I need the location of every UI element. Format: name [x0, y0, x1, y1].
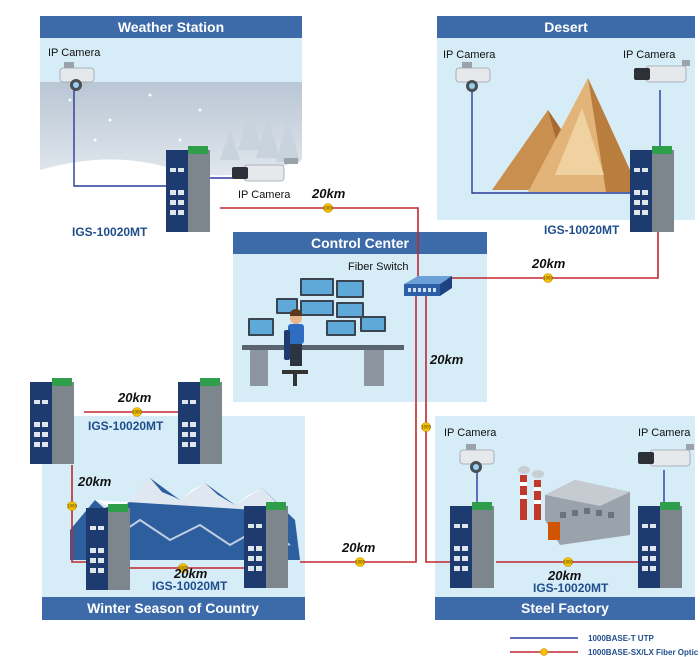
fiber-badge: 1000	[323, 203, 334, 213]
label-distance-control-desert: 20km	[531, 256, 566, 271]
panel-title-desert: Desert	[544, 19, 588, 35]
industrial-switch-weather[interactable]	[166, 146, 210, 232]
label-model-weather: IGS-10020MT	[72, 225, 148, 239]
legend: 1000BASE-T UTP 1000BASE-SX/LX Fiber Opti…	[510, 634, 699, 657]
fiber-badge: 1000	[563, 557, 574, 567]
industrial-switch-winter-top-left[interactable]	[30, 378, 74, 464]
industrial-switch-winter-top-right[interactable]	[178, 378, 222, 464]
desert-pyramids-illustration	[492, 78, 640, 192]
fiber-badge: 1000	[67, 501, 78, 511]
industrial-switch-desert[interactable]	[630, 146, 674, 232]
fiber-switch[interactable]	[404, 276, 452, 296]
industrial-switch-winter-bottom-left[interactable]	[86, 504, 130, 590]
legend-item-utp: 1000BASE-T UTP	[510, 634, 654, 643]
label-camera-weather-top: IP Camera	[48, 47, 101, 59]
panel-title-winter: Winter Season of Country	[87, 600, 259, 616]
svg-text:1000: 1000	[132, 410, 143, 415]
label-distance-winter-bottom: 20km	[173, 566, 208, 581]
svg-text:1000: 1000	[543, 276, 554, 281]
label-camera-desert-right: IP Camera	[623, 49, 676, 61]
industrial-switch-steel-right[interactable]	[638, 502, 682, 588]
industrial-switch-winter-bottom-right[interactable]	[244, 502, 288, 588]
label-camera-steel-left: IP Camera	[444, 427, 497, 439]
ip-camera-steel-right[interactable]	[638, 444, 694, 467]
legend-utp-label: 1000BASE-T UTP	[588, 634, 654, 643]
label-distance-winter-top: 20km	[117, 390, 152, 405]
label-distance-winter-left: 20km	[77, 474, 112, 489]
fiber-badge: 1000	[421, 422, 432, 432]
control-center-workstation-illustration	[242, 278, 404, 386]
label-distance-control-steel: 20km	[429, 352, 464, 367]
fiber-links	[71, 207, 659, 569]
panel-title-control: Control Center	[311, 235, 410, 251]
legend-fiber-label: 1000BASE-SX/LX Fiber Optic	[588, 648, 699, 657]
panel-title-steel: Steel Factory	[521, 600, 609, 616]
ip-camera-steel-left[interactable]	[459, 444, 495, 473]
label-model-winter-top: IGS-10020MT	[88, 419, 164, 433]
label-fiber-switch: Fiber Switch	[348, 261, 409, 273]
fiber-badge: 1000	[543, 273, 554, 283]
svg-text:1000: 1000	[355, 560, 366, 565]
ip-camera-desert-left[interactable]	[455, 62, 491, 92]
label-camera-steel-right: IP Camera	[638, 427, 691, 439]
label-model-winter-bottom: IGS-10020MT	[152, 579, 228, 593]
svg-text:1000: 1000	[67, 504, 78, 509]
industrial-switch-steel-left[interactable]	[450, 502, 494, 588]
svg-text:1000: 1000	[563, 560, 574, 565]
label-camera-weather-side: IP Camera	[238, 189, 291, 201]
panel-title-weather: Weather Station	[118, 19, 224, 35]
legend-item-fiber: 1000BASE-SX/LX Fiber Optic	[510, 648, 699, 657]
label-camera-desert-left: IP Camera	[443, 49, 496, 61]
ip-camera-weather-side[interactable]	[232, 158, 298, 182]
svg-text:1000: 1000	[178, 566, 189, 571]
ip-camera-weather-top[interactable]	[59, 62, 95, 91]
label-distance-steel-bottom: 20km	[547, 568, 582, 583]
svg-text:1000: 1000	[421, 425, 432, 430]
factory-illustration	[518, 466, 630, 545]
label-distance-weather-control: 20km	[311, 186, 346, 201]
fiber-badge: 1000	[355, 557, 366, 567]
svg-text:1000: 1000	[323, 206, 334, 211]
label-model-desert: IGS-10020MT	[544, 223, 620, 237]
fiber-badges: 1000 1000 1000 1000 1000 1000 1000 1000	[67, 203, 574, 573]
ip-camera-desert-right[interactable]	[634, 60, 690, 83]
panel-control-center: Control Center	[233, 232, 487, 402]
fiber-badge: 1000	[178, 563, 189, 573]
label-distance-winter-control: 20km	[341, 540, 376, 555]
label-model-steel: IGS-10020MT	[533, 581, 609, 595]
utp-links	[73, 90, 665, 512]
fiber-badge: 1000	[132, 407, 143, 417]
